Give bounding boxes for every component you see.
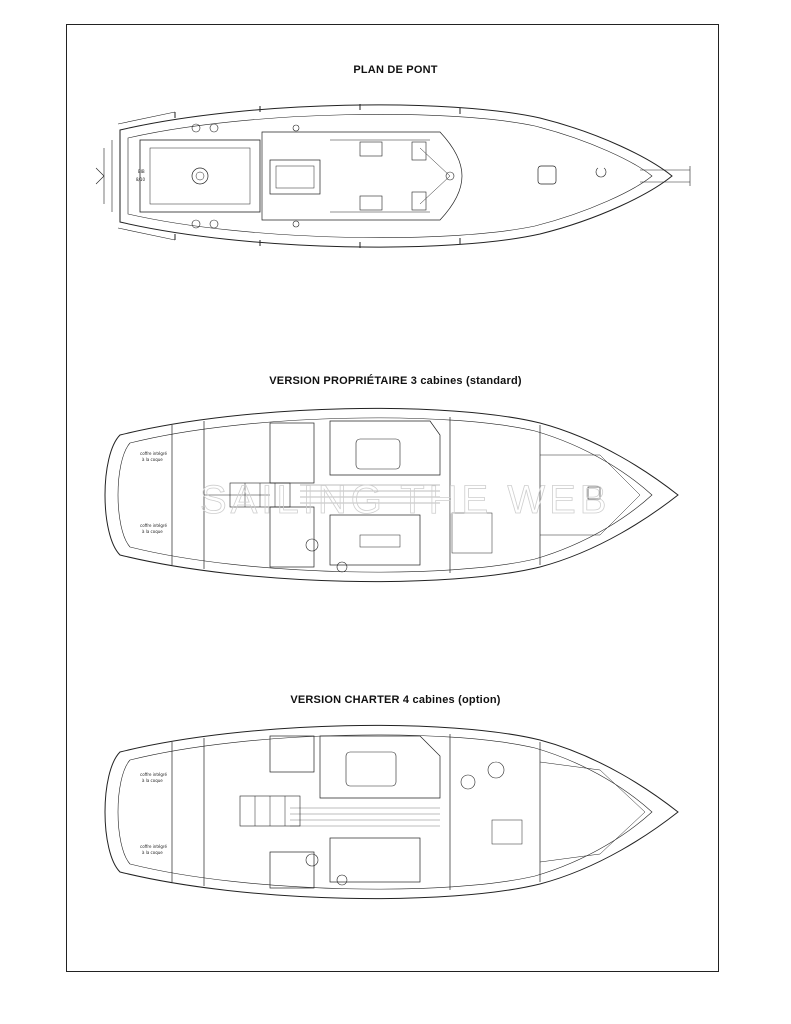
charter-hull-chest-bottom-line2: à la coque <box>142 850 163 855</box>
owner-saloon-settee <box>329 420 441 476</box>
owner-hull-chest-bottom-line1: coffre intégré <box>140 523 167 528</box>
charter-hull-chest-bottom-line1: coffre intégré <box>140 844 167 849</box>
deck-mark-number: 8/10 <box>136 177 145 182</box>
charter-hull-chest-top-line2: à la coque <box>142 778 163 783</box>
owner-version-title: VERSION PROPRIÉTAIRE 3 cabines (standard… <box>269 375 522 387</box>
coachroof <box>261 131 463 221</box>
watermark: SAILING THE WEB <box>200 478 610 522</box>
charter-layout-drawing: coffre intégré à la coque coffre intégré… <box>104 724 679 900</box>
companionway-hatch <box>269 159 321 195</box>
deck-mark-label: BIB <box>138 169 145 174</box>
owner-hull-chest-bottom-line2: à la coque <box>142 529 163 534</box>
owner-hull-chest-top-line2: à la coque <box>142 457 163 462</box>
owner-hull-chest-top-line1: coffre intégré <box>140 451 167 456</box>
deck-hull-outline <box>119 104 673 248</box>
deck-plan-drawing: BIB 8/10 <box>95 104 691 248</box>
owner-hull-outline <box>104 407 679 583</box>
forward-hatch <box>537 165 557 185</box>
cockpit <box>139 139 261 213</box>
drawing-sheet-frame <box>66 24 719 972</box>
charter-saloon-settee <box>319 735 441 799</box>
charter-version-title: VERSION CHARTER 4 cabines (option) <box>290 694 501 706</box>
deck-plan-title: PLAN DE PONT <box>353 64 438 76</box>
charter-hull-outline <box>104 724 679 900</box>
charter-hull-chest-top-line1: coffre intégré <box>140 772 167 777</box>
owner-layout-drawing: coffre intégré à la coque coffre intégré… <box>104 407 679 583</box>
